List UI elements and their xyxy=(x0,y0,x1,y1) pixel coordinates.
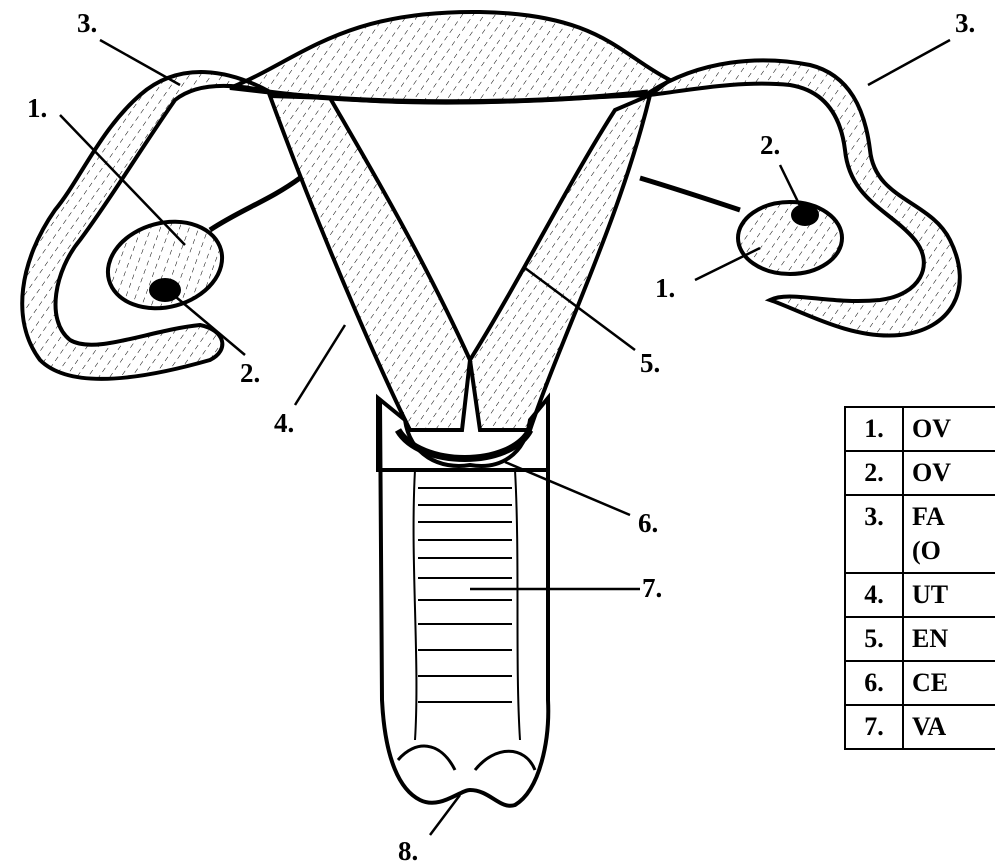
legend-name: UT xyxy=(903,573,995,617)
legend-row: 4.UT xyxy=(845,573,995,617)
vaginal-rugae xyxy=(418,488,512,702)
label-ovary-right: 1. xyxy=(655,275,675,302)
label-endometrium: 5. xyxy=(640,350,660,377)
oocyte-right xyxy=(791,204,819,226)
legend-table: 1.OV2.OV3.FA (O4.UT5.EN6.CE7.VA8.HY xyxy=(844,406,995,750)
label-hymen: 8. xyxy=(398,838,418,865)
uterus-wall-left xyxy=(270,96,470,430)
label-oocyte-left: 2. xyxy=(240,360,260,387)
label-oocyte-right: 2. xyxy=(760,132,780,159)
leader-lines xyxy=(60,40,950,835)
ovarian-ligament-left xyxy=(210,178,300,230)
label-tube-right: 3. xyxy=(955,10,975,37)
leader-uterus-wall xyxy=(295,325,345,405)
leader-cervix xyxy=(505,462,630,515)
legend-number: 2. xyxy=(845,451,903,495)
legend-table-container: 1.OV2.OV3.FA (O4.UT5.EN6.CE7.VA8.HY xyxy=(842,404,995,750)
legend-number: 7. xyxy=(845,705,903,749)
legend-name: VA xyxy=(903,705,995,749)
leader-tube-right xyxy=(868,40,950,85)
leader-tube-left xyxy=(100,40,180,85)
legend-name: FA (O xyxy=(903,495,995,573)
uterus-fundus xyxy=(230,12,670,103)
label-vagina: 7. xyxy=(642,575,662,602)
legend-name: CE xyxy=(903,661,995,705)
legend-name: HY xyxy=(903,749,995,750)
cervical-os xyxy=(398,430,530,459)
legend-number: 3. xyxy=(845,495,903,573)
legend-row: 5.EN xyxy=(845,617,995,661)
hymen-shape xyxy=(398,746,535,770)
uterus-wall-right xyxy=(470,95,650,430)
legend-name: EN xyxy=(903,617,995,661)
legend-row: 3.FA (O xyxy=(845,495,995,573)
ovary-right xyxy=(738,202,842,274)
legend-row: 8.HY xyxy=(845,749,995,750)
legend-name: OV xyxy=(903,407,995,451)
label-uterus-wall: 4. xyxy=(274,410,294,437)
legend-number: 8. xyxy=(845,749,903,750)
label-tube-left: 3. xyxy=(77,10,97,37)
label-cervix: 6. xyxy=(638,510,658,537)
leader-ovary-right xyxy=(695,248,760,280)
legend-number: 6. xyxy=(845,661,903,705)
legend-row: 2.OV xyxy=(845,451,995,495)
vaginal-canal xyxy=(414,470,520,740)
legend-number: 4. xyxy=(845,573,903,617)
legend-number: 5. xyxy=(845,617,903,661)
legend-row: 7.VA xyxy=(845,705,995,749)
label-ovary-left: 1. xyxy=(27,95,47,122)
legend-name: OV xyxy=(903,451,995,495)
ovarian-ligament-right xyxy=(640,178,740,210)
legend-row: 1.OV xyxy=(845,407,995,451)
legend-number: 1. xyxy=(845,407,903,451)
legend-row: 6.CE xyxy=(845,661,995,705)
